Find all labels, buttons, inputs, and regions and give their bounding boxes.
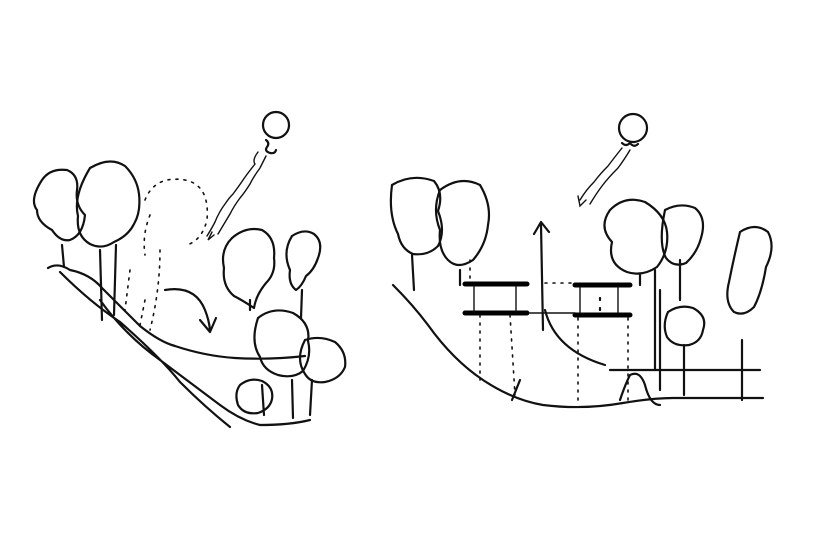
sunlight-ray-icon — [206, 151, 267, 241]
building-volume — [572, 282, 633, 318]
valley-terrain — [391, 283, 765, 409]
sunlight-ray-icon — [577, 147, 631, 208]
dotted-line — [469, 259, 629, 401]
tree-icon — [285, 230, 322, 320]
tree-icon — [658, 288, 706, 397]
tree-icon — [603, 198, 669, 372]
tree-icon — [660, 204, 705, 302]
tree-icon — [298, 336, 347, 417]
tree-icon — [221, 227, 276, 312]
building-volume — [462, 281, 530, 316]
down-arrow-icon — [163, 288, 218, 334]
tree-icon — [235, 378, 295, 420]
left-sketch — [32, 110, 347, 429]
dotted-canopy-outline — [143, 178, 209, 331]
curve-line — [543, 308, 607, 367]
tree-icon — [726, 225, 773, 402]
sun-icon — [617, 112, 649, 147]
tree-icon — [389, 176, 444, 292]
right-sketch — [389, 112, 773, 409]
dotted-line — [124, 269, 146, 331]
sun-icon — [261, 110, 291, 155]
tree-icon — [434, 179, 491, 287]
